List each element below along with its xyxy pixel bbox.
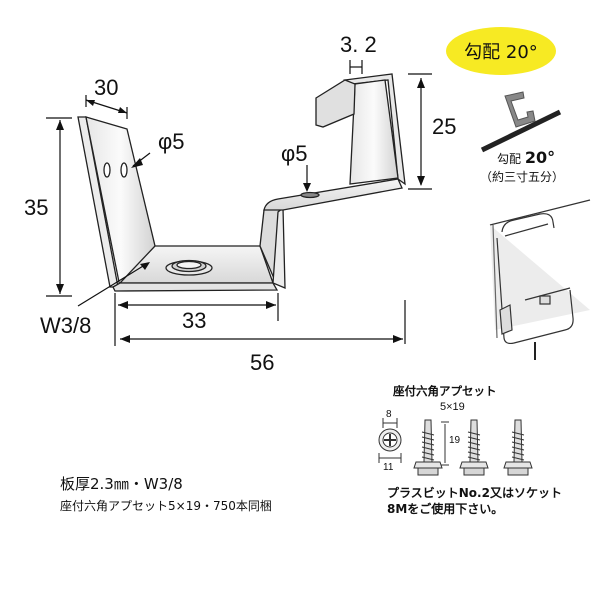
dim-top-width: 30 — [94, 75, 119, 100]
dim-bottom-inner: 33 — [182, 308, 207, 333]
screw-set-size: 5×19 — [440, 401, 465, 413]
hook — [315, 73, 406, 186]
screw-instructions-line2: 8Mをご使用下さい。 — [387, 502, 504, 516]
left-plate — [77, 116, 156, 289]
riser-plate — [259, 178, 403, 289]
dim-right-height: 25 — [432, 114, 457, 139]
screw-instructions-line1: プラスビットNo.2又はソケット — [387, 486, 562, 500]
installed-illustration — [489, 199, 591, 360]
dim-bolt-thread: W3/8 — [40, 313, 92, 338]
pitch-sun: （約三寸五分） — [480, 170, 565, 184]
pitch-badge: 勾配 20° — [446, 27, 556, 75]
pitch-badge-label: 勾配 20° — [464, 42, 538, 63]
screw-head-width: 8 — [386, 409, 392, 420]
screw-washer-width: 11 — [383, 462, 394, 473]
dim-hole-left: φ5 — [158, 129, 185, 154]
dim-bottom-total: 56 — [250, 350, 275, 375]
pitch-value: 20° — [524, 148, 556, 167]
dim-left-height: 35 — [24, 195, 49, 220]
spec-line1: 板厚2.3㎜・W3/8 — [60, 475, 183, 493]
screw-set-title: 座付六角アプセット — [393, 384, 497, 398]
bottom-plate — [112, 245, 279, 292]
screw-instructions: プラスビットNo.2又はソケット 8Mをご使用下さい。 — [387, 485, 562, 517]
dimension-arrows — [56, 78, 425, 343]
screw-length: 19 — [449, 435, 461, 446]
screw-illustrations — [378, 418, 533, 476]
pitch-illustration — [480, 91, 562, 153]
spec-line2: 座付六角アプセット5×19・750本同梱 — [60, 499, 272, 513]
pitch-prefix: 勾配 — [497, 152, 522, 166]
dim-hook-gap: 3. 2 — [340, 32, 377, 57]
dim-hole-right: φ5 — [281, 141, 308, 166]
pitch-detail: 勾配 20° — [497, 148, 555, 167]
